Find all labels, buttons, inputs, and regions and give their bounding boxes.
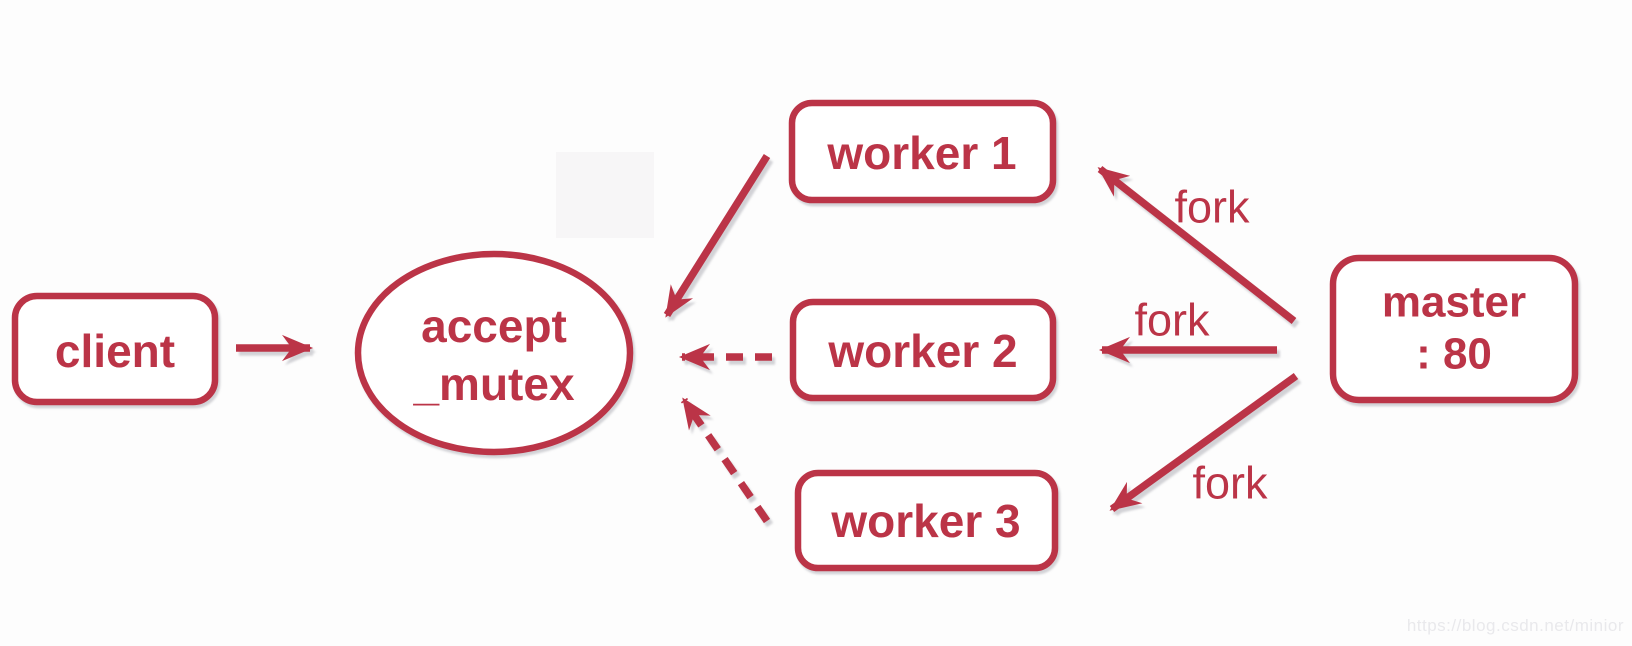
watermark-url: https://blog.csdn.net/minior [1406,616,1624,635]
node-accept-mutex: accept _mutex [354,250,634,456]
arrow-master-to-worker3 [1109,372,1299,513]
node-worker-2: worker 2 [789,298,1057,402]
accept-mutex-label-line2: _mutex [412,358,574,410]
fork-label-worker2: fork [1134,295,1210,346]
worker3-label: worker 3 [830,495,1020,547]
master-box [1329,254,1579,404]
worker3-box [794,469,1059,572]
worker2-box [789,298,1057,402]
worker1-box [788,99,1057,204]
edges: fork fork fork [236,154,1299,524]
node-master: master : 80 [1329,254,1579,404]
accept-mutex-label-line1: accept [421,300,567,352]
worker2-label: worker 2 [827,325,1017,377]
node-worker-1: worker 1 [788,99,1057,204]
node-worker-3: worker 3 [794,469,1059,572]
client-label: client [55,325,175,377]
worker1-label: worker 1 [826,127,1016,179]
fork-label-worker3: fork [1192,458,1268,509]
accept-mutex-ellipse [354,250,634,456]
arrow-master-to-worker1 [1097,166,1297,324]
arrow-worker1-to-mutex [663,154,771,318]
client-box [11,292,219,406]
master-label-line1: master [1382,278,1526,327]
node-client: client [11,292,219,406]
nodes: client accept _mutex worker 1 worker 2 w… [11,99,1579,572]
background-patch [556,152,654,238]
master-label-line2: : 80 [1416,330,1492,379]
fork-label-worker1: fork [1174,182,1250,233]
arrow-worker3-to-mutex [680,397,771,524]
